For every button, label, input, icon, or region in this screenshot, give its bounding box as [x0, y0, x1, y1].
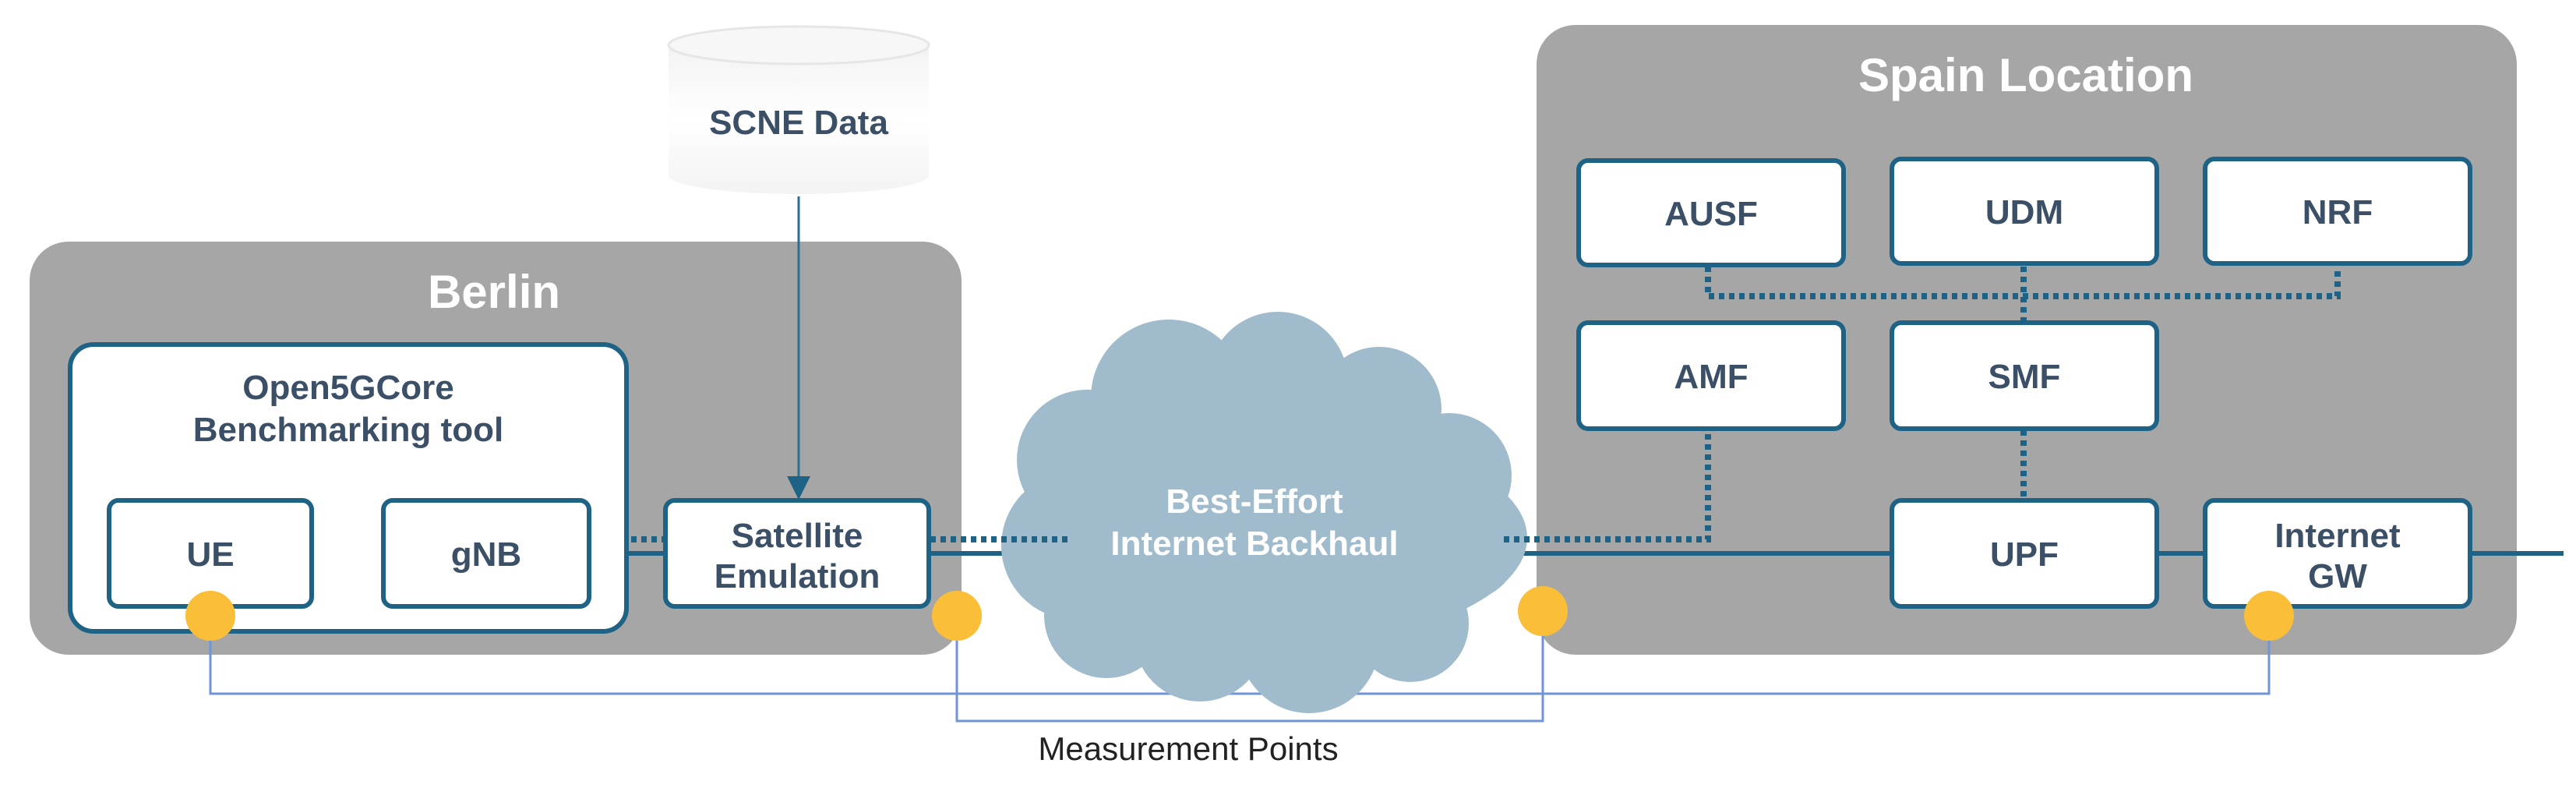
cloud-label-line1: Best-Effort	[1166, 482, 1343, 521]
udm-label: UDM	[1985, 193, 2063, 231]
nrf-node	[2203, 157, 2472, 266]
berlin-title: Berlin	[428, 266, 560, 318]
internet-backhaul-cloud	[1001, 312, 1527, 713]
amf-label: AMF	[1674, 358, 1748, 396]
cloud-amf-dotted-link	[1504, 430, 1711, 542]
measurement-point-internet-gw	[2244, 591, 2294, 641]
gnb-node	[381, 498, 591, 609]
udm-node	[1890, 157, 2159, 266]
internet-gw-node	[2203, 498, 2472, 609]
satellite-label-line2: Emulation	[715, 557, 880, 595]
measurement-line-outer	[209, 617, 2271, 695]
measurement-point-satellite	[932, 591, 982, 641]
benchmarking-tool-title-line2: Benchmarking tool	[193, 411, 504, 449]
nrf-label: NRF	[2303, 193, 2373, 231]
gnb-label: gNB	[451, 535, 521, 574]
scne-database	[667, 25, 930, 194]
satellite-label-line1: Satellite	[732, 517, 863, 555]
measurement-point-ue	[185, 591, 235, 641]
ausf-label: AUSF	[1664, 195, 1758, 233]
upf-label: UPF	[1990, 535, 2059, 574]
ausf-node	[1576, 158, 1846, 267]
smf-node	[1890, 320, 2159, 431]
upf-node	[1890, 498, 2159, 609]
measurement-line-inner	[955, 614, 1544, 723]
benchmarking-tool-title-line1: Open5GCore	[242, 369, 453, 407]
internet-gw-label-line2: GW	[2308, 557, 2367, 595]
control-plane-bus	[1705, 267, 2341, 299]
internet-gw-label-line1: Internet	[2274, 517, 2401, 555]
scne-data-label: SCNE Data	[709, 104, 888, 142]
smf-label: SMF	[1988, 358, 2061, 396]
measurement-point-spain-ingress	[1518, 586, 1568, 636]
spain-title: Spain Location	[1858, 49, 2193, 101]
cloud-label-line2: Internet Backhaul	[1110, 525, 1398, 563]
measurement-points-label: Measurement Points	[1038, 730, 1338, 767]
ue-label: UE	[186, 535, 234, 574]
amf-node	[1576, 320, 1846, 431]
satellite-emulation-node	[663, 498, 931, 609]
